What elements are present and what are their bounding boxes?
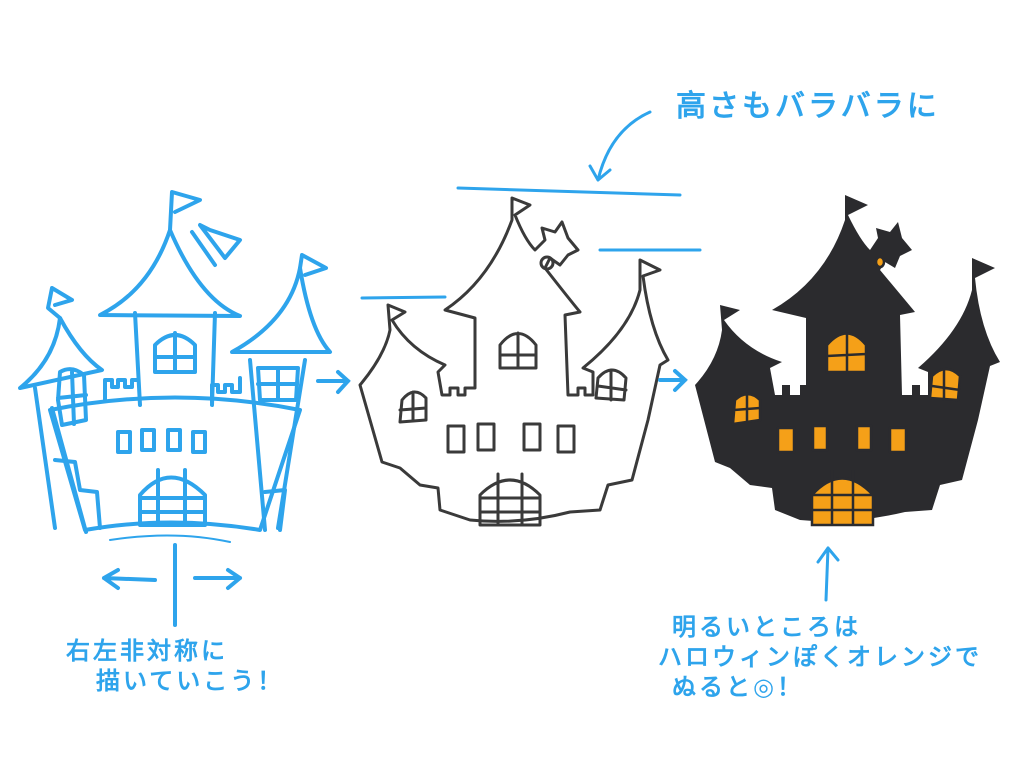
note-orange-fill: 明るいところは ハロウィンぽくオレンジで ぬると◎！ — [658, 612, 982, 702]
filled-castle — [695, 195, 1000, 602]
note-orange-line1: 明るいところは — [672, 613, 861, 641]
note-orange-line2: ハロウィンぽくオレンジで — [658, 643, 982, 671]
note-asymmetric-line1: 右左非対称に — [66, 637, 228, 665]
step-arrow-1 — [316, 370, 351, 394]
lineart-castle — [358, 196, 670, 527]
sketch-castle — [18, 190, 332, 627]
height-guides — [360, 110, 702, 300]
note-orange-line3: ぬると◎！ — [672, 673, 804, 701]
note-vary-heights: 高さもバラバラに — [676, 89, 940, 124]
note-asymmetric: 右左非対称に 描いていこう！ — [66, 636, 284, 696]
step-arrow-2 — [658, 369, 688, 392]
note-asymmetric-line2: 描いていこう！ — [96, 667, 285, 695]
